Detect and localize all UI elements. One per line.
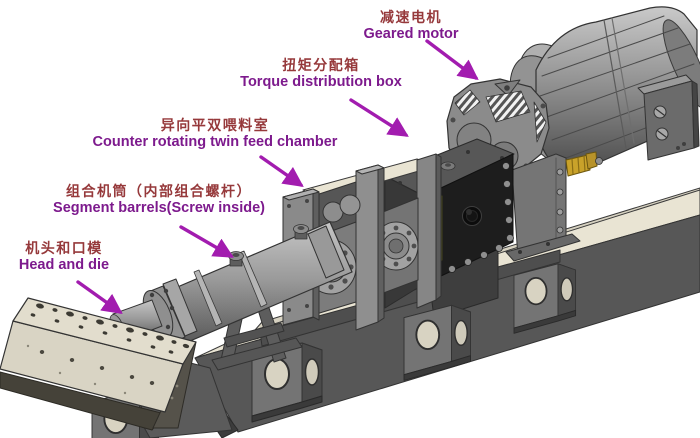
callout-arrows: [76, 39, 479, 314]
label-torque-box-zh: 扭矩分配箱: [282, 57, 360, 73]
arrow-to-head-and-die: [76, 280, 123, 314]
label-head-and-die: 机头和口模 Head and die: [8, 240, 120, 273]
label-segment-barrels-zh: 组合机筒（内部组合螺杆）: [66, 183, 252, 199]
motor-junction-box: [637, 74, 700, 161]
label-head-and-die-zh: 机头和口模: [25, 240, 103, 256]
mounting-foot: [403, 304, 471, 381]
label-torque-distribution-box: 扭矩分配箱 Torque distribution box: [231, 57, 411, 90]
label-segment-barrels: 组合机筒（内部组合螺杆） Segment barrels(Screw insid…: [44, 183, 274, 216]
barrel-port: [293, 224, 309, 240]
barrel-port: [228, 251, 244, 267]
arrow-to-torque-box: [349, 98, 409, 137]
label-feed-chamber: 异向平双喂料室 Counter rotating twin feed chamb…: [90, 117, 340, 150]
arrow-to-feed-chamber: [259, 155, 304, 187]
die-bolt-holes: [30, 303, 190, 354]
head-and-die: [0, 297, 233, 438]
segment-barrels: [109, 221, 353, 348]
label-geared-motor: 减速电机 Geared motor: [326, 9, 496, 42]
mounting-foot: [513, 263, 577, 334]
label-geared-motor-zh: 减速电机: [380, 9, 442, 25]
label-head-and-die-en: Head and die: [18, 256, 110, 273]
label-segment-barrels-en: Segment barrels(Screw inside): [53, 199, 265, 216]
label-feed-chamber-en: Counter rotating twin feed chamber: [92, 133, 338, 150]
arrow-to-segment-barrels: [179, 225, 234, 258]
brass-fitting: [565, 151, 603, 177]
label-geared-motor-en: Geared motor: [363, 25, 459, 42]
arrow-to-geared-motor: [425, 39, 479, 81]
label-torque-box-en: Torque distribution box: [240, 73, 402, 90]
label-feed-chamber-zh: 异向平双喂料室: [160, 117, 270, 133]
gearbox-bolts: [432, 162, 514, 280]
